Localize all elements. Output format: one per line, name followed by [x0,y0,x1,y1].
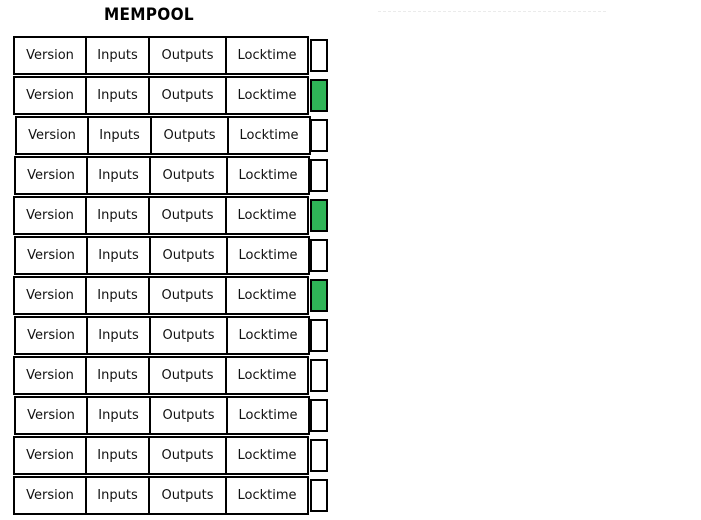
tx-cell-locktime: Locktime [227,38,307,73]
page-title: MEMPOOL [104,5,194,25]
tx-cell-inputs: Inputs [87,198,150,233]
tx-status-indicator[interactable] [310,279,328,312]
tx-status-indicator[interactable] [310,479,328,512]
tx-cell-version: Version [15,478,87,513]
tx-cell-locktime: Locktime [228,158,308,193]
tx-cell-inputs: Inputs [87,278,150,313]
tx-status-indicator[interactable] [310,119,328,152]
tx-cell-inputs: Inputs [87,78,150,113]
tx-cell-version: Version [15,78,87,113]
tx-cell-locktime: Locktime [227,78,307,113]
tx-cell-inputs: Inputs [88,318,151,353]
tx-cell-locktime: Locktime [228,318,308,353]
tx-cell-locktime: Locktime [227,478,307,513]
tx-cell-outputs: Outputs [150,278,227,313]
tx-cell-inputs: Inputs [88,158,151,193]
tx-cell-outputs: Outputs [150,358,227,393]
tx-cell-version: Version [15,358,87,393]
tx-cell-version: Version [16,158,88,193]
tx-cell-locktime: Locktime [228,398,308,433]
tx-cell-outputs: Outputs [150,78,227,113]
tx-cell-inputs: Inputs [88,398,151,433]
tx-cell-outputs: Outputs [152,118,229,153]
tx-cell-outputs: Outputs [150,198,227,233]
tx-cell-version: Version [15,38,87,73]
tx-cell-inputs: Inputs [87,438,150,473]
tx-cell-locktime: Locktime [227,198,307,233]
tx-cell-inputs: Inputs [87,478,150,513]
tx-status-indicator[interactable] [310,79,328,112]
tx-cell-locktime: Locktime [229,118,309,153]
tx-status-indicator[interactable] [310,359,328,392]
tx-cell-locktime: Locktime [228,238,308,273]
tx-cell-version: Version [16,318,88,353]
tx-cell-inputs: Inputs [88,238,151,273]
tx-cell-version: Version [17,118,89,153]
tx-status-indicator[interactable] [310,399,328,432]
tx-cell-version: Version [15,438,87,473]
tx-cell-version: Version [15,198,87,233]
tx-cell-outputs: Outputs [151,158,228,193]
tx-status-indicator[interactable] [310,199,328,232]
tx-cell-outputs: Outputs [151,398,228,433]
tx-cell-outputs: Outputs [151,318,228,353]
tx-status-indicator[interactable] [310,439,328,472]
tx-cell-inputs: Inputs [87,358,150,393]
tx-status-indicator[interactable] [310,39,328,72]
tx-cell-outputs: Outputs [150,438,227,473]
tx-cell-outputs: Outputs [150,38,227,73]
tx-cell-locktime: Locktime [227,358,307,393]
tx-cell-locktime: Locktime [227,278,307,313]
tx-cell-locktime: Locktime [227,438,307,473]
tx-cell-version: Version [16,398,88,433]
tx-cell-version: Version [15,278,87,313]
tx-cell-inputs: Inputs [89,118,152,153]
faint-dashed-rule [378,11,606,12]
tx-status-indicator[interactable] [310,319,328,352]
tx-cell-inputs: Inputs [87,38,150,73]
tx-cell-outputs: Outputs [151,238,228,273]
tx-cell-outputs: Outputs [150,478,227,513]
tx-status-indicator[interactable] [310,239,328,272]
tx-status-indicator[interactable] [310,159,328,192]
tx-cell-version: Version [16,238,88,273]
